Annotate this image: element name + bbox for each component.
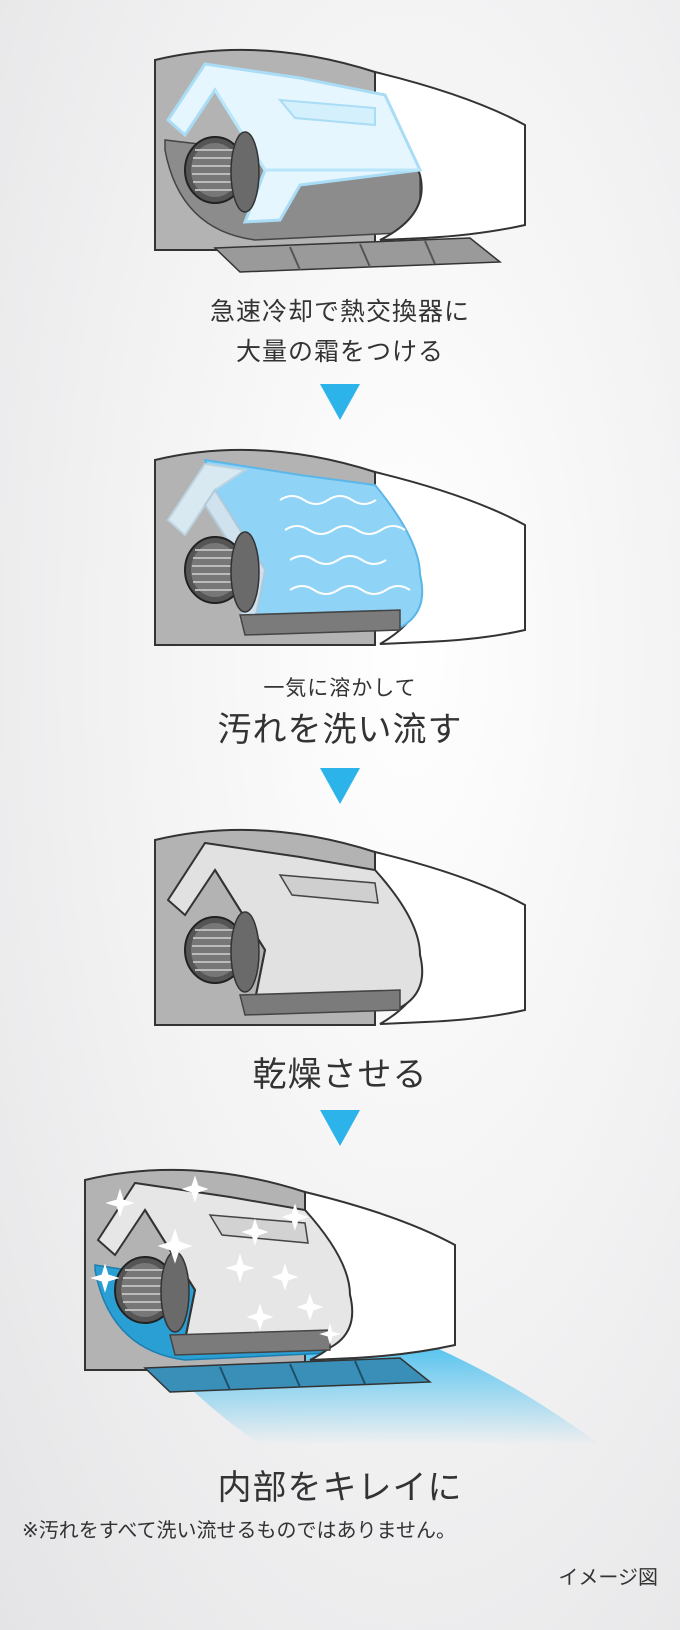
step-frost-caption-line2: 大量の霜をつける	[235, 337, 444, 366]
step-frost-caption: 急速冷却で熱交換器に 大量の霜をつける	[0, 292, 680, 372]
aircon-unit-dry-illustration	[154, 828, 526, 1026]
step-dry: 乾燥させる	[0, 815, 680, 1100]
aircon-unit-clean-illustration	[84, 1168, 600, 1445]
step-wash-caption-small: 一気に溶かして	[263, 676, 417, 700]
step-wash: 一気に溶かして 汚れを洗い流す	[0, 430, 680, 770]
step-frost: 急速冷却で熱交換器に 大量の霜をつける	[0, 0, 680, 366]
step-dry-caption: 乾燥させる	[252, 1055, 428, 1095]
down-arrow-icon	[320, 1110, 360, 1146]
aircon-unit-frost-illustration	[154, 48, 526, 273]
step-wash-caption-large: 汚れを洗い流す	[217, 710, 463, 750]
footnote: ※汚れをすべて洗い流せるものではありません。	[22, 1518, 456, 1542]
down-arrow-icon	[320, 768, 360, 804]
step-clean-caption: 内部をキレイに	[217, 1468, 463, 1508]
image-label: イメージ図	[558, 1565, 658, 1589]
aircon-unit-wash-illustration	[154, 448, 526, 646]
down-arrow-icon	[320, 384, 360, 420]
step-clean: 内部をキレイに	[0, 1155, 680, 1508]
sparkle-icons	[90, 1175, 341, 1345]
step-frost-caption-line1: 急速冷却で熱交換器に	[209, 297, 470, 326]
